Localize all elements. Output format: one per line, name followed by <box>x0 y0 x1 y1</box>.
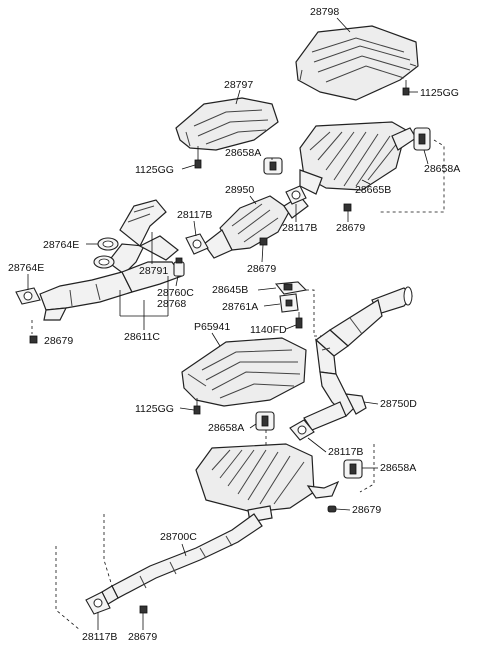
label-28761a: 28761A <box>222 301 258 313</box>
label-28117b-tail: 28117B <box>82 631 117 643</box>
front-pipe-28611c <box>39 199 183 321</box>
label-28764e-upper: 28764E <box>43 239 79 251</box>
hanger-28658a-rear-left <box>255 411 275 431</box>
leader-1125gg-mid <box>181 164 196 170</box>
nut-28679-rear-right <box>327 505 337 513</box>
leader-28700c <box>181 543 187 557</box>
dash-bracket <box>306 289 330 337</box>
gasket-28117b-cat-front <box>185 233 209 255</box>
leader-28117b-intermediate <box>307 437 327 453</box>
leader-28750d <box>363 401 379 405</box>
label-1125gg-top: 1125GG <box>420 87 459 99</box>
label-28117b-front: 28117B <box>177 209 212 221</box>
label-28750d: 28750D <box>380 398 417 410</box>
nut-28679-tail <box>139 605 148 614</box>
leader-28798 <box>336 17 351 33</box>
label-28950: 28950 <box>225 184 254 196</box>
label-28665b: 28665B <box>355 184 391 196</box>
label-28768: 28768 <box>157 298 186 310</box>
label-28679-tail: 28679 <box>128 631 157 643</box>
leader-28950 <box>249 195 257 205</box>
leader-28658a-right <box>423 149 429 165</box>
gasket-28764e-lower <box>15 287 41 305</box>
label-28679-cat: 28679 <box>247 263 276 275</box>
label-p65941: P65941 <box>194 321 230 333</box>
nut-28679-front <box>29 335 38 344</box>
leader-28761a <box>263 303 281 307</box>
tail-pipe-28700c <box>101 513 263 605</box>
leader-28797 <box>235 89 241 105</box>
dash-right-upper <box>380 139 445 213</box>
label-28760c: 28760C <box>157 287 194 299</box>
label-28645b: 28645B <box>212 284 248 296</box>
sensor-28760c <box>173 257 185 277</box>
heat-protector-p65941 <box>181 337 307 407</box>
leader-28645b <box>257 287 277 291</box>
leader-1140fd <box>285 324 297 330</box>
dash-rear-right <box>359 444 375 493</box>
nut-28679-muffler <box>343 203 352 212</box>
label-1125gg-mid: 1125GG <box>135 164 174 176</box>
hanger-28658a-top <box>263 157 283 175</box>
leader-28117b-front <box>193 220 197 237</box>
dash-tail-mid <box>103 514 113 587</box>
dash-tail-left <box>55 546 81 631</box>
label-28679-rear-right: 28679 <box>352 504 381 516</box>
rear-muffler-28700c <box>195 443 340 523</box>
label-28679-front: 28679 <box>44 335 73 347</box>
center-muffler-28665b <box>299 121 417 195</box>
gasket-28117b-cat-rear <box>285 185 307 205</box>
leader-28679-rear-right <box>335 508 351 511</box>
heat-protector-28797 <box>175 97 279 151</box>
hanger-28658a-right <box>413 127 431 151</box>
label-28117b-intermediate: 28117B <box>328 446 363 458</box>
nut-28679-cat <box>259 237 268 246</box>
label-28658a-top: 28658A <box>225 147 261 159</box>
gasket-28764e-mid <box>93 255 115 269</box>
hanger-28658a-rear-right <box>343 459 363 479</box>
intermediate-pipe-28750d <box>303 286 413 431</box>
leader-28665b <box>361 179 371 185</box>
label-28679-muffler: 28679 <box>336 222 365 234</box>
leader-p65941 <box>211 332 221 347</box>
label-28658a-rear-right: 28658A <box>380 462 416 474</box>
leader-28760c <box>175 275 179 287</box>
label-28700c: 28700C <box>160 531 197 543</box>
label-28117b-rear: 28117B <box>282 222 317 234</box>
bolt-1140fd <box>295 312 303 329</box>
leader-28611c <box>119 276 169 330</box>
heat-protector-28798 <box>295 25 419 101</box>
gasket-28117b-intermediate <box>289 419 315 441</box>
label-28611c: 28611C <box>124 331 160 343</box>
label-28658a-right: 28658A <box>424 163 460 175</box>
leader-1125gg-lower <box>179 407 195 411</box>
label-28658a-rear-left: 28658A <box>208 422 244 434</box>
label-28764e-lower: 28764E <box>8 262 44 274</box>
label-1140fd: 1140FD <box>250 324 287 336</box>
label-28798: 28798 <box>310 6 339 18</box>
label-1125gg-lower: 1125GG <box>135 403 174 415</box>
leader-28679-cat <box>261 244 264 263</box>
leader-28658a-rear-left <box>249 423 257 429</box>
label-28791: 28791 <box>139 265 168 277</box>
label-28797: 28797 <box>224 79 253 91</box>
gasket-28117b-tail <box>85 591 111 615</box>
bolt-1125gg-top <box>402 80 410 96</box>
bolt-1125gg-mid <box>194 146 202 169</box>
gasket-28764e-upper <box>97 237 119 251</box>
hanger-bracket-28645b <box>274 281 308 313</box>
